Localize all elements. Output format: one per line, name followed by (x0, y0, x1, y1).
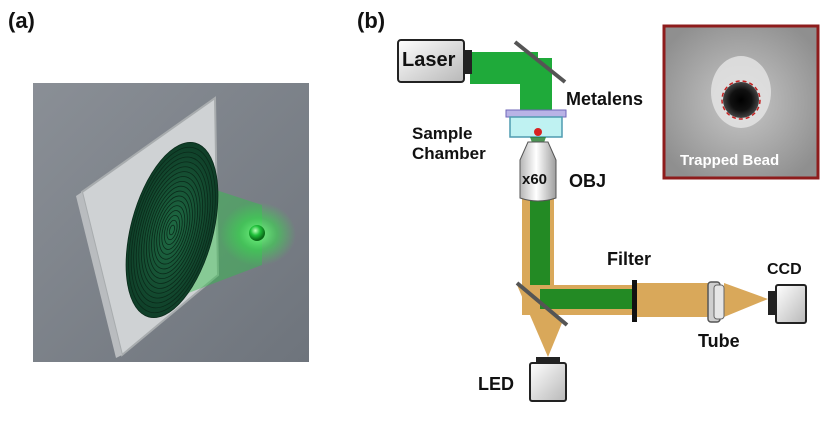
objective-mag-label: x60 (522, 171, 548, 188)
inset-bead-outline (721, 80, 761, 120)
inset-caption: Trapped Bead (680, 152, 780, 169)
metalens-ring (153, 195, 191, 265)
trapped-bead-3d (249, 225, 265, 241)
objective-label: OBJ (569, 171, 607, 191)
metalens-ring (138, 166, 206, 294)
metalens-ring (166, 219, 178, 241)
metalens-ring (148, 185, 196, 275)
tube-cone (724, 283, 768, 317)
panel-b-label: (b) (357, 8, 386, 33)
metalens-ring (125, 142, 219, 318)
metalens-plate (505, 109, 567, 118)
ccd-box (775, 284, 807, 324)
filter-label: Filter (607, 249, 652, 269)
setup-diagram (397, 39, 807, 402)
metalens-ring (128, 146, 216, 314)
metalens-ring (146, 180, 198, 280)
metalens-ring (151, 190, 193, 270)
dichroic-mirror (515, 281, 569, 327)
metalens-ring (158, 205, 186, 255)
panel-a-label: (a) (8, 8, 35, 33)
metalens-ring (169, 224, 175, 236)
filter-plate (632, 280, 637, 322)
trapped-bead-inset (662, 24, 820, 180)
metalens-label: Metalens (566, 89, 644, 109)
metalens-ring (156, 200, 188, 260)
metalens-ring (133, 156, 211, 304)
filtered-beam (636, 283, 714, 317)
sample-chamber-label: Sample Chamber (412, 124, 486, 164)
combined-beam-vertical (530, 195, 550, 290)
laser-beam-vertical (520, 68, 552, 110)
metalens-ring (161, 210, 183, 250)
led-aperture (536, 357, 560, 363)
top-mirror (513, 40, 567, 84)
metalens-disc (126, 142, 218, 318)
combined-beam-horizontal (540, 289, 635, 309)
glass-plate-edge (76, 192, 122, 358)
panel-a-render (33, 83, 309, 362)
metalens-ring (135, 161, 209, 299)
ccd-aperture (768, 291, 776, 315)
sample-bead (534, 128, 542, 136)
tube-label: Tube (698, 331, 740, 351)
metalens-ring (140, 171, 204, 289)
metalens-rings (125, 142, 219, 318)
inset-bead (723, 82, 759, 118)
metalens-ring (143, 176, 201, 284)
laser-aperture (464, 50, 472, 74)
led-box (529, 362, 567, 402)
metalens-ring (130, 151, 214, 309)
laser-label: Laser (402, 49, 456, 71)
sample-chamber-label-line2: Chamber (412, 144, 486, 163)
objective-lens (519, 141, 557, 202)
led-label: LED (478, 374, 514, 394)
metalens-ring (163, 215, 181, 245)
ccd-label: CCD (767, 261, 802, 278)
sample-chamber-label-line1: Sample (412, 124, 473, 143)
